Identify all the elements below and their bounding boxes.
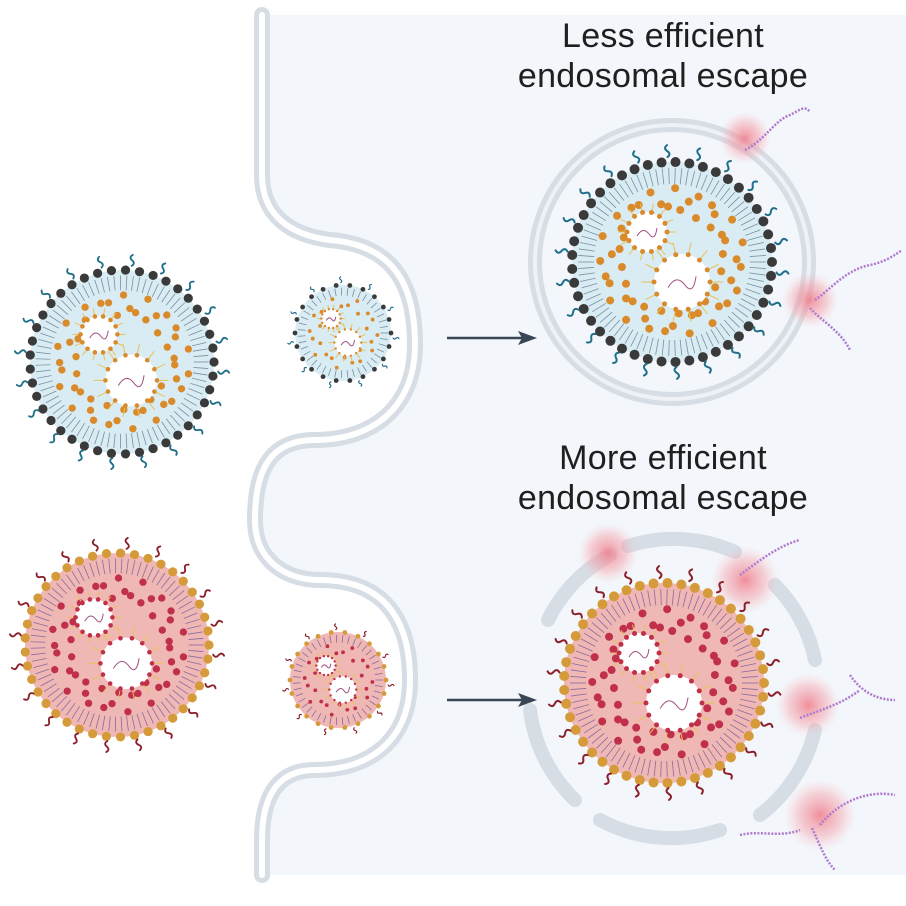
arrow-bottom [447,693,537,707]
lnp-blue-endosome [554,144,790,380]
label-less-efficient-line1: Less efficient [561,17,765,55]
label-less-efficient-line2: endosomal escape [517,57,809,95]
label-more-efficient: More efficient endosomal escape [483,438,843,518]
label-less-efficient: Less efficient endosomal escape [483,16,843,96]
endosome-top-inner [533,123,811,401]
lnp-pink-small [282,623,395,736]
lnp-pink-endosome [546,565,782,801]
escape-glows [578,112,856,851]
lnp-blue-small [287,276,400,389]
label-more-efficient-line1: More efficient [559,439,767,477]
lipid-nanoparticles [8,144,790,801]
cell-membrane-inner [251,12,419,878]
lnp-blue-large [13,253,231,471]
label-more-efficient-line2: endosomal escape [517,479,809,517]
endosome-bottom-ruptured [523,531,822,846]
arrow-top [447,331,537,345]
lnp-pink-large [8,536,226,754]
rna-strands [739,107,903,871]
